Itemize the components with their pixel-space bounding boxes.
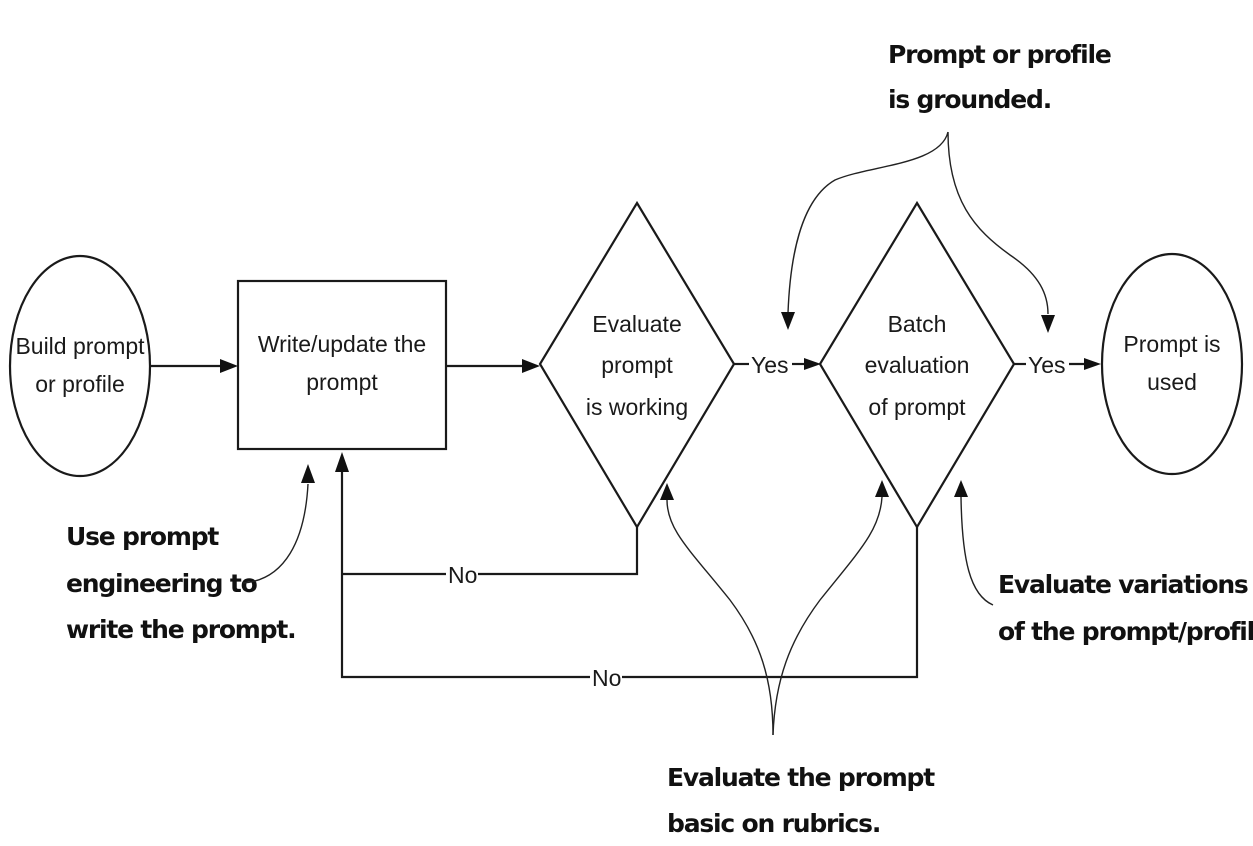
callout-line: Use prompt: [66, 522, 219, 551]
node-label-line: Batch: [888, 311, 947, 337]
callout-line: of the prompt/profile.: [998, 617, 1253, 646]
callout-pointer-curve: [772, 496, 883, 736]
edge-line: [478, 527, 639, 576]
node-label-line: used: [1147, 369, 1197, 395]
edge-batch-no: No: [335, 452, 919, 691]
callout-grounded: Prompt or profile is grounded.: [781, 40, 1112, 333]
callout-pointer-curve: [242, 483, 309, 584]
arrowhead-up-icon: [660, 483, 674, 500]
callout-line: basic on rubrics.: [667, 809, 880, 838]
node-label-line: Write/update the: [258, 331, 426, 357]
node-prompt-used: Prompt is used: [1100, 252, 1244, 476]
callout-line: is grounded.: [888, 85, 1051, 114]
edge-batch-yes: Yes: [1014, 352, 1101, 378]
callout-pointer-curve: [947, 131, 1049, 315]
end-ellipse: [1100, 252, 1244, 476]
edge-label-no: No: [592, 665, 621, 691]
callout-pointer-curve: [787, 131, 949, 314]
edge-line: [340, 470, 590, 679]
node-label-line: Evaluate: [592, 311, 682, 337]
node-label-line: prompt: [306, 369, 378, 395]
edge-label-yes: Yes: [751, 352, 789, 378]
arrowhead-up-icon: [875, 480, 889, 497]
node-label-line: is working: [586, 394, 688, 420]
callout-line: Prompt or profile: [888, 40, 1111, 69]
arrowhead-up-icon: [301, 464, 315, 483]
arrowhead-down-icon: [1041, 315, 1055, 333]
callout-pointer-curve: [960, 496, 994, 606]
callout-line: write the prompt.: [66, 615, 295, 644]
node-label-line: prompt: [601, 352, 673, 378]
arrowhead-right-icon: [220, 359, 238, 373]
edge-start-to-write: [151, 359, 238, 373]
node-write-update: Write/update the prompt: [236, 279, 448, 451]
callout-line: engineering to: [66, 569, 258, 598]
callout-pointer-curve: [666, 499, 774, 736]
node-label-line: of prompt: [868, 394, 966, 420]
callout-variations: Evaluate variations of the prompt/profil…: [954, 480, 1253, 646]
node-batch-evaluation: Batch evaluation of prompt: [818, 200, 1016, 530]
arrowhead-up-icon: [335, 452, 349, 472]
node-label-line: Build prompt: [15, 333, 145, 359]
start-ellipse: [8, 254, 152, 478]
node-label-line: or profile: [35, 371, 124, 397]
write-rectangle: [236, 279, 448, 451]
callout-line: Evaluate the prompt: [667, 763, 935, 792]
edge-label-yes: Yes: [1028, 352, 1066, 378]
edge-write-to-evaluate: [446, 359, 540, 373]
node-label-line: evaluation: [865, 352, 970, 378]
arrowhead-right-icon: [804, 358, 821, 370]
arrowhead-right-icon: [1084, 358, 1101, 370]
callout-rubrics: Evaluate the prompt basic on rubrics.: [660, 480, 936, 838]
edge-label-no: No: [448, 562, 477, 588]
arrowhead-down-icon: [781, 312, 795, 330]
arrowhead-up-icon: [954, 480, 968, 497]
node-evaluate-working: Evaluate prompt is working: [538, 200, 736, 530]
edge-evaluate-yes: Yes: [734, 352, 821, 378]
callout-line: Evaluate variations: [998, 570, 1248, 599]
callout-engineering: Use prompt engineering to write the prom…: [66, 464, 315, 644]
node-build-prompt: Build prompt or profile: [8, 254, 152, 478]
edge-line: [622, 527, 919, 679]
edge-evaluate-no: No: [342, 527, 639, 588]
node-label-line: Prompt is: [1123, 331, 1220, 357]
arrowhead-right-icon: [522, 359, 540, 373]
